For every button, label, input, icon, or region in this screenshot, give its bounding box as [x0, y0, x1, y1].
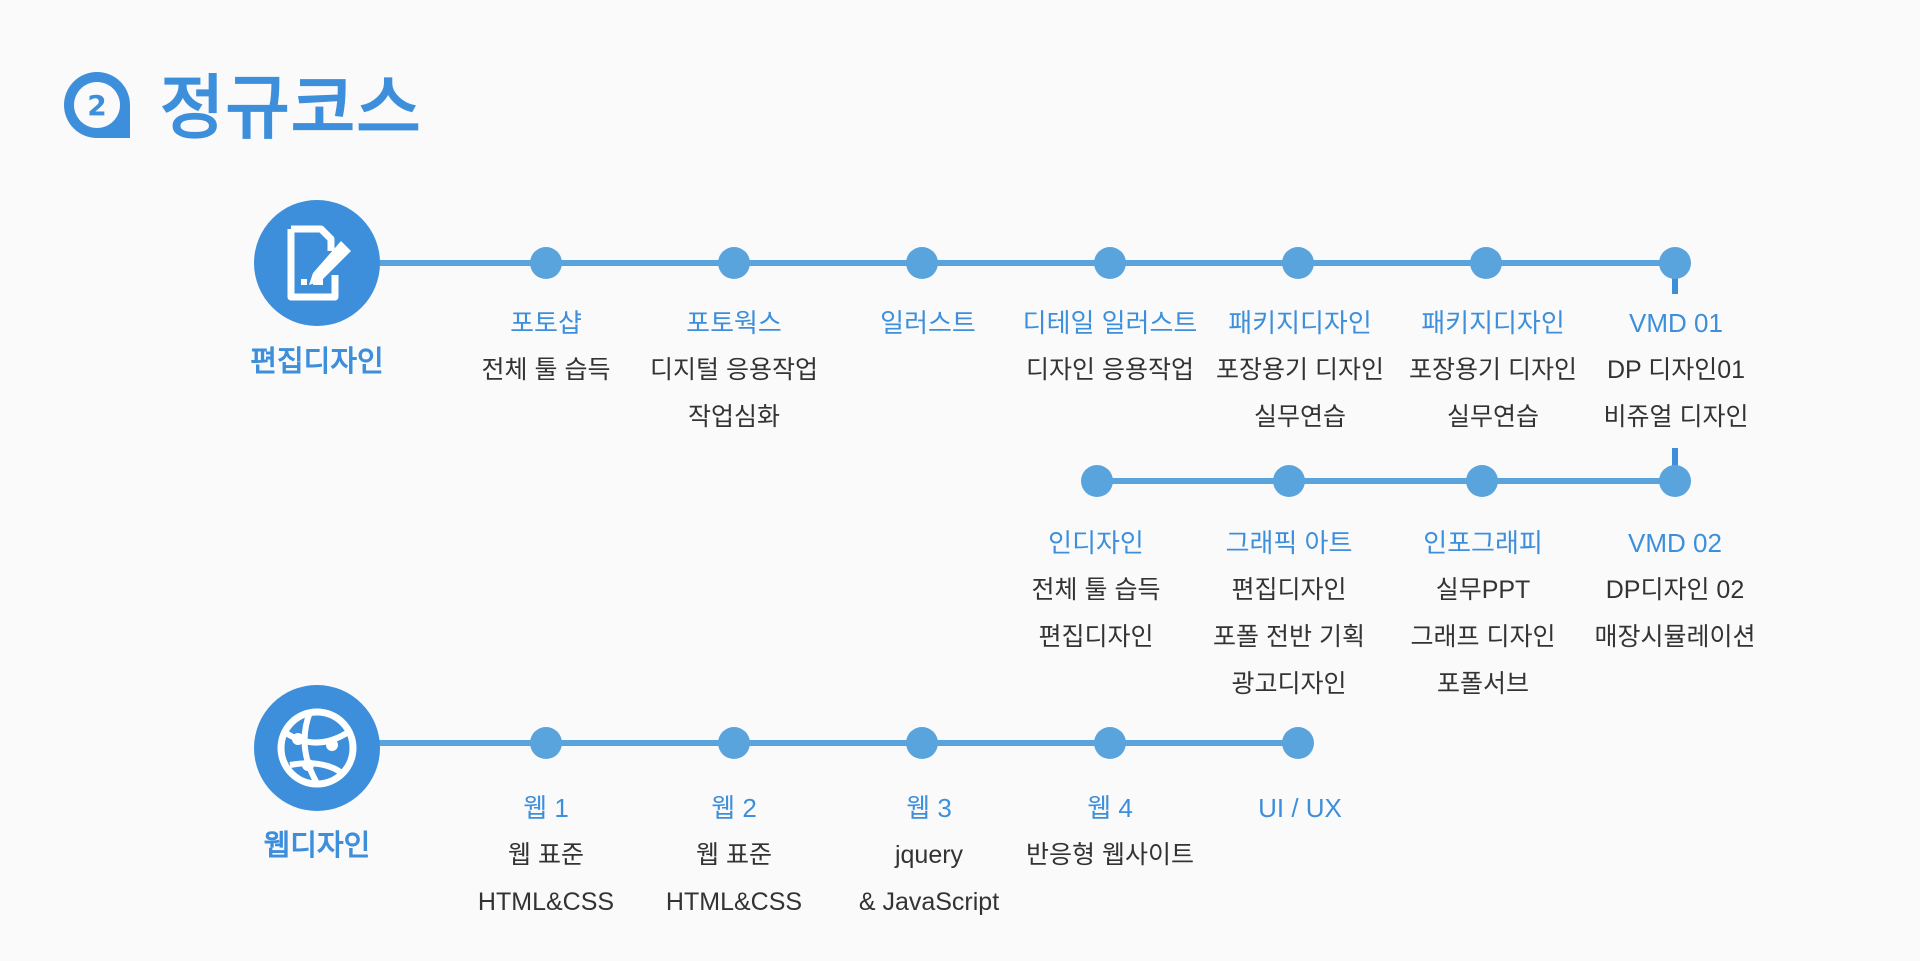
course-title: 웹 1 [523, 793, 569, 823]
row-connector-top [1672, 270, 1678, 294]
course-graphic-art: 그래픽 아트 편집디자인 포폴 전반 기획 광고디자인 [1189, 520, 1389, 708]
section-number-badge: 2 [64, 72, 130, 138]
course-desc: HTML&CSS [665, 888, 803, 916]
course-title: 그래픽 아트 [1225, 528, 1353, 558]
course-title: 포토샵 [510, 308, 582, 338]
course-illustrator: 일러스트 [828, 300, 1028, 347]
course-package-design-1: 패키지디자인 포장용기 디자인 실무연습 [1200, 300, 1400, 441]
course-title: 웹 4 [1087, 793, 1133, 823]
edit-track-row2 [1097, 478, 1676, 484]
course-desc: 포폴 전반 기획 [1213, 623, 1365, 651]
course-desc: HTML&CSS [477, 888, 615, 916]
timeline-node [1094, 727, 1126, 759]
course-desc: 웹 표준 [508, 841, 584, 869]
course-title: UI / UX [1258, 793, 1342, 823]
timeline-node [1659, 247, 1691, 279]
course-title: 패키지디자인 [1421, 308, 1565, 338]
page-title: 정규코스 [160, 67, 422, 149]
timeline-node [718, 727, 750, 759]
section-number: 2 [74, 82, 120, 128]
timeline-node [1273, 465, 1305, 497]
course-title: 인포그래피 [1423, 528, 1543, 558]
web-design-category-label: 웹디자인 [263, 828, 371, 862]
course-photoworks: 포토웍스 디지털 응용작업 작업심화 [634, 300, 834, 441]
timeline-node [1094, 247, 1126, 279]
web-design-category-icon [254, 685, 380, 811]
course-web-3: 웹 3 jquery & JavaScript [829, 785, 1029, 926]
timeline-node [530, 727, 562, 759]
course-title: 웹 3 [906, 793, 952, 823]
course-title: 웹 2 [711, 793, 757, 823]
course-desc: 반응형 웹사이트 [1026, 841, 1194, 869]
course-desc: 디지털 응용작업 [650, 356, 818, 384]
course-desc: 실무연습 [1446, 403, 1539, 431]
course-title: 디테일 일러스트 [1022, 308, 1198, 338]
timeline-node [1466, 465, 1498, 497]
course-title: VMD 01 [1629, 308, 1723, 338]
course-package-design-2: 패키지디자인 포장용기 디자인 실무연습 [1393, 300, 1593, 441]
course-title: 포토웍스 [686, 308, 782, 338]
web-track [316, 740, 1300, 746]
course-desc: DP디자인 02 [1605, 576, 1745, 604]
edit-design-category-icon [254, 200, 380, 326]
course-desc: 비쥬얼 디자인 [1603, 403, 1749, 431]
course-vmd-02: VMD 02 DP디자인 02 매장시뮬레이션 [1575, 520, 1775, 661]
course-infographic: 인포그래피 실무PPT 그래프 디자인 포폴서브 [1383, 520, 1583, 708]
course-desc: jquery [894, 841, 964, 869]
timeline-node [906, 727, 938, 759]
timeline-node [1282, 247, 1314, 279]
course-indesign: 인디자인 전체 툴 습득 편집디자인 [996, 520, 1196, 661]
timeline-node [1470, 247, 1502, 279]
timeline-node [906, 247, 938, 279]
course-desc: 전체 툴 습득 [481, 356, 611, 384]
course-vmd-01: VMD 01 DP 디자인01 비쥬얼 디자인 [1576, 300, 1776, 441]
row-connector-bottom [1672, 448, 1678, 472]
course-desc: 작업심화 [687, 403, 780, 431]
timeline-node [1659, 465, 1691, 497]
course-desc: 실무PPT [1435, 576, 1531, 604]
course-title: 인디자인 [1048, 528, 1144, 558]
course-desc: 그래프 디자인 [1410, 623, 1556, 651]
course-desc: 포장용기 디자인 [1216, 356, 1384, 384]
timeline-node [1282, 727, 1314, 759]
course-web-1: 웹 1 웹 표준 HTML&CSS [446, 785, 646, 926]
course-desc: 웹 표준 [696, 841, 772, 869]
course-ui-ux: UI / UX [1200, 785, 1400, 832]
edit-document-icon [287, 225, 351, 301]
course-desc: & JavaScript [858, 888, 1000, 916]
edit-track-row1 [316, 260, 1676, 266]
globe-network-icon [277, 708, 357, 788]
course-desc: 포장용기 디자인 [1409, 356, 1577, 384]
course-title: 패키지디자인 [1228, 308, 1372, 338]
course-web-2: 웹 2 웹 표준 HTML&CSS [634, 785, 834, 926]
course-title: VMD 02 [1628, 528, 1722, 558]
timeline-node [718, 247, 750, 279]
course-desc: 매장시뮬레이션 [1594, 623, 1756, 651]
course-desc: 디자인 응용작업 [1026, 356, 1194, 384]
course-desc: 포폴서브 [1436, 670, 1529, 698]
course-desc: 광고디자인 [1231, 670, 1347, 698]
timeline-node [1081, 465, 1113, 497]
course-web-4: 웹 4 반응형 웹사이트 [1010, 785, 1210, 879]
course-photoshop: 포토샵 전체 툴 습득 [446, 300, 646, 394]
course-desc: 편집디자인 [1038, 623, 1154, 651]
course-desc: 편집디자인 [1231, 576, 1347, 604]
course-detail-illustrator: 디테일 일러스트 디자인 응용작업 [1010, 300, 1210, 394]
course-desc: DP 디자인01 [1606, 356, 1746, 384]
course-title: 일러스트 [880, 308, 976, 338]
timeline-node [530, 247, 562, 279]
course-desc: 전체 툴 습득 [1031, 576, 1161, 604]
edit-design-category-label: 편집디자인 [250, 344, 384, 378]
course-desc: 실무연습 [1253, 403, 1346, 431]
